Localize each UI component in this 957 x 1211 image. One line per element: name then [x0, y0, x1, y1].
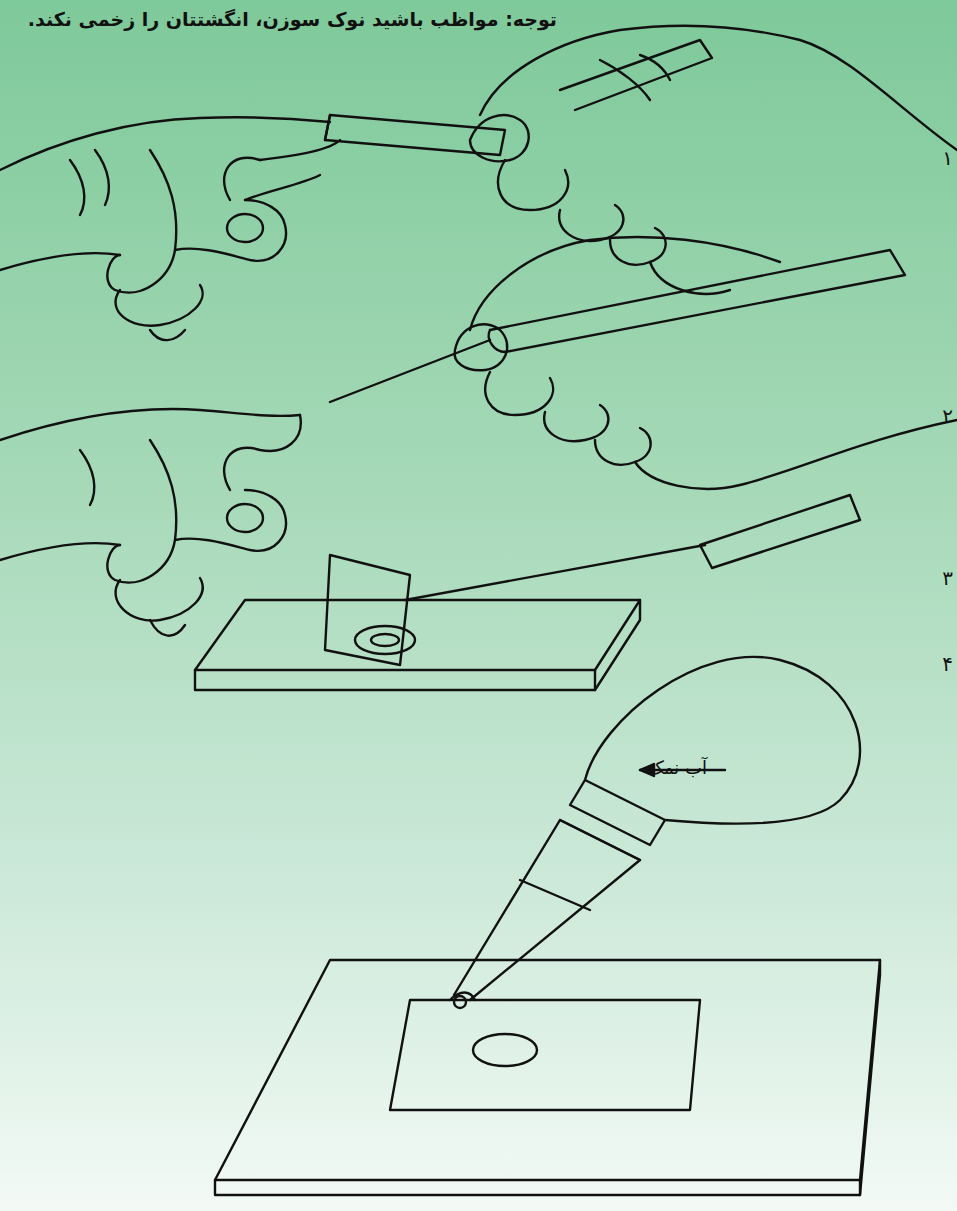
- step-number: ۳: [942, 566, 953, 590]
- left-hand: [0, 409, 301, 636]
- step-number: ۴: [942, 652, 953, 676]
- step-number: ۱: [942, 146, 953, 170]
- part-label: آب نمک: [648, 757, 707, 778]
- slide-strip: [325, 115, 505, 155]
- safety-note: توجه: مواظب باشید نوک سوزن، انگشتتان را …: [28, 8, 557, 30]
- dropper: [450, 657, 860, 1008]
- cover-slip: [390, 1000, 700, 1110]
- step-number: ۲: [942, 404, 953, 428]
- right-hand: [330, 237, 957, 489]
- glass-slide: [195, 600, 640, 690]
- specimen-drop: [355, 626, 415, 654]
- glass-slide: [215, 960, 880, 1195]
- left-hand: [0, 117, 340, 340]
- cover-slip: [325, 495, 860, 665]
